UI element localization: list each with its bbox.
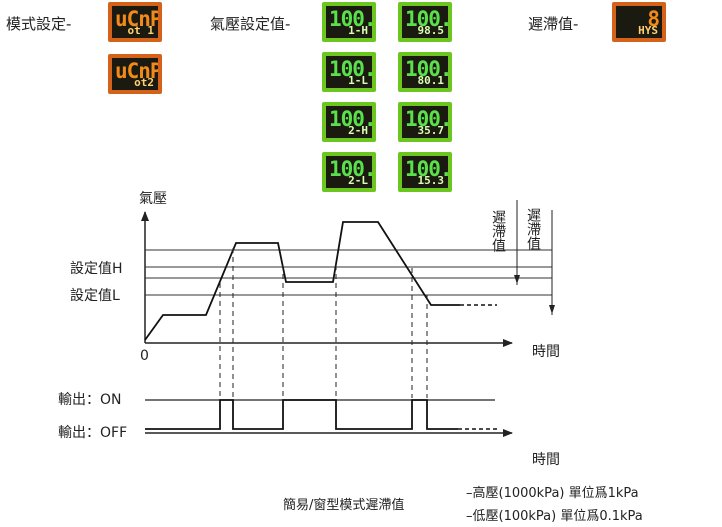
pressure-display-5-main: 100.9 bbox=[329, 107, 376, 131]
pressure-display-1-sub: 1-H bbox=[348, 24, 368, 37]
output-time-label: 時間 bbox=[532, 452, 560, 468]
hysteresis-vertical-label-2: 遲滯值 bbox=[525, 208, 541, 250]
footer-line-low: –低壓(100kPa) 單位爲0.1kPa bbox=[466, 509, 643, 524]
mode-display-1: uCnP ot 1 bbox=[108, 2, 162, 42]
y-axis-label: 氣壓 bbox=[139, 191, 167, 207]
hysteresis-display-sub: HYS bbox=[638, 24, 658, 37]
mode-display-1-sub: ot 1 bbox=[127, 24, 155, 37]
mode-display-2-main: uCnP bbox=[115, 59, 162, 83]
output-signal bbox=[145, 399, 458, 430]
pressure-display-8: 100.9 15.3 bbox=[398, 152, 452, 192]
pressure-display-1: 100.9 1-H bbox=[322, 2, 376, 42]
hysteresis-vertical-label-1: 遲滯值 bbox=[490, 210, 506, 252]
hysteresis-display-main: 8 bbox=[647, 7, 660, 31]
output-off-label: 輸出：OFF bbox=[58, 425, 127, 441]
origin-label: 0 bbox=[140, 348, 149, 364]
pressure-display-3-sub: 1-L bbox=[348, 74, 368, 87]
pressure-display-4-main: 100.9 bbox=[405, 57, 452, 81]
mode-display-1-main: uCnP bbox=[115, 7, 162, 31]
pressure-display-5: 100.9 2-H bbox=[322, 102, 376, 142]
hysteresis-arrow-1 bbox=[514, 275, 520, 284]
pressure-display-7: 100.9 2-L bbox=[322, 152, 376, 192]
hysteresis-label: 遲滯值- bbox=[528, 15, 579, 33]
pressure-curve bbox=[144, 221, 460, 341]
pressure-display-4: 100.9 80.1 bbox=[398, 52, 452, 92]
mode-display-2: uCnP ot2 bbox=[108, 54, 162, 94]
pressure-setting-label: 氣壓設定值- bbox=[210, 15, 291, 33]
pressure-display-7-sub: 2-L bbox=[348, 174, 368, 187]
hysteresis-arrow-2 bbox=[549, 305, 555, 314]
pressure-display-1-main: 100.9 bbox=[329, 7, 376, 31]
pressure-display-3: 100.9 1-L bbox=[322, 52, 376, 92]
output-on-label: 輸出：ON bbox=[58, 392, 122, 408]
mode-setting-label: 模式設定- bbox=[6, 15, 72, 33]
pressure-display-6-main: 100.9 bbox=[405, 107, 452, 131]
pressure-display-5-sub: 2-H bbox=[348, 124, 368, 137]
hysteresis-display: 8 HYS bbox=[612, 2, 666, 42]
pressure-display-8-main: 100.9 bbox=[405, 157, 452, 181]
pressure-display-2-sub: 98.5 bbox=[417, 24, 445, 37]
pressure-display-6: 100.9 35.7 bbox=[398, 102, 452, 142]
pressure-display-4-sub: 80.1 bbox=[417, 74, 445, 87]
pressure-display-7-main: 100.9 bbox=[329, 157, 376, 181]
pressure-display-2: 100.9 98.5 bbox=[398, 2, 452, 42]
pressure-display-6-sub: 35.7 bbox=[417, 124, 445, 137]
setpoint-l-label: 設定值L bbox=[70, 288, 120, 304]
mode-display-2-sub: ot2 bbox=[134, 76, 154, 89]
footer-line-high: –高壓(1000kPa) 單位爲1kPa bbox=[466, 486, 639, 501]
pressure-display-2-main: 100.9 bbox=[405, 7, 452, 31]
x-axis-label: 時間 bbox=[532, 344, 560, 360]
pressure-display-8-sub: 15.3 bbox=[417, 174, 445, 187]
pressure-display-3-main: 100.9 bbox=[329, 57, 376, 81]
setpoint-h-label: 設定值H bbox=[70, 261, 123, 277]
footer-title: 簡易/窗型模式遲滯值 bbox=[283, 498, 405, 513]
